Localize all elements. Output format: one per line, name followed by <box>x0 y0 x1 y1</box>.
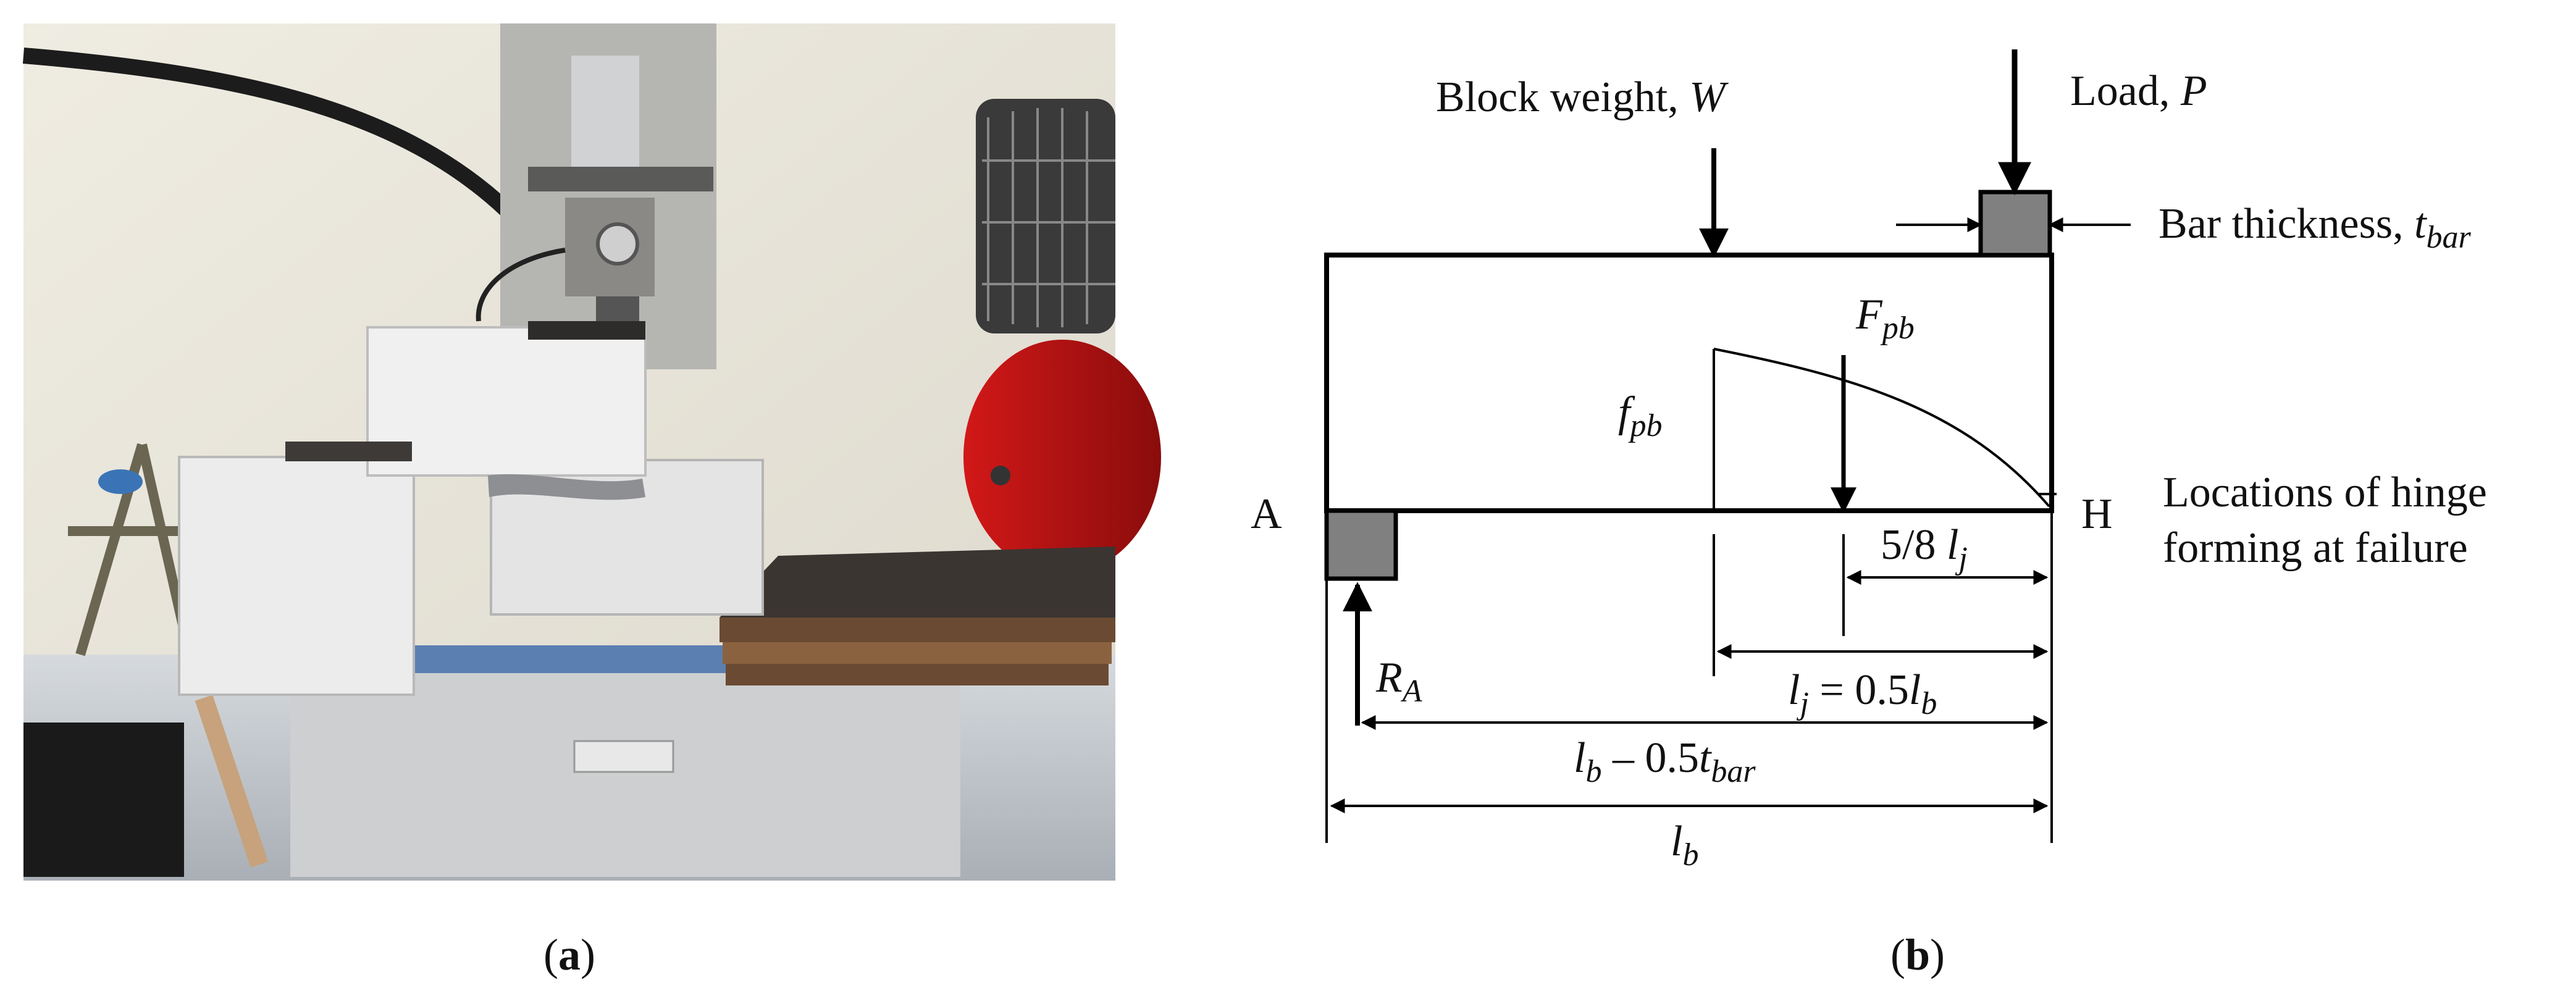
bar-thickness-label: Bar thickness, tbar <box>2159 200 2472 255</box>
bottom-support-bar <box>1324 508 1398 581</box>
force-label: Fpb <box>1855 291 1915 346</box>
photo-black-frame <box>23 723 184 877</box>
dim-lb-minus-label: lb – 0.5tbar <box>1574 734 1756 789</box>
photo-wood-plate-3 <box>726 664 1109 685</box>
photo-machine-ram <box>571 56 639 179</box>
reaction-label: RA <box>1375 654 1422 709</box>
photo-steel-bar-left <box>285 442 412 461</box>
diagram-labels: Block weight, W Load, P Bar thickness, t… <box>1251 67 2487 873</box>
photo-load-cell-dial <box>596 222 639 266</box>
hinge-label-line2: forming at failure <box>2163 524 2468 572</box>
diagram-panel <box>1324 49 2131 843</box>
hinge-label-line1: Locations of hinge <box>2163 469 2487 516</box>
photo-fan <box>976 99 1115 333</box>
point-h-label: H <box>2081 490 2113 538</box>
caption-a: (a) <box>543 930 595 979</box>
photo-compressor <box>963 340 1161 574</box>
load-label: Load, P <box>2070 67 2207 115</box>
photo-block-top <box>366 326 647 477</box>
photo-steel-bar-top <box>528 321 645 340</box>
photo-hose <box>22 48 512 216</box>
photo-machine-plate <box>528 167 713 191</box>
photo-base <box>290 673 960 877</box>
photo-mortar <box>488 474 645 500</box>
block-outline <box>1324 253 2054 513</box>
block-weight-label: Block weight, W <box>1436 73 1729 121</box>
dim-lb-label: lb <box>1671 818 1698 873</box>
photo-wood-plate-2 <box>723 642 1112 664</box>
photo-wood-stick <box>195 695 269 868</box>
dim-5-8-label: 5/8 lj <box>1881 521 1968 576</box>
point-a-label: A <box>1251 490 1282 538</box>
photo-base-label <box>573 740 674 773</box>
photo-panel <box>22 23 1161 881</box>
photo-top-plate <box>720 547 1115 618</box>
stress-curve <box>1713 348 2050 508</box>
top-support-bar <box>1978 190 2052 258</box>
photo-block-left <box>178 456 415 696</box>
caption-b: (b) <box>1890 930 1945 979</box>
dim-lj-label: lj = 0.5lb <box>1788 666 1937 721</box>
photo-compressor-valve <box>991 466 1010 485</box>
photo-fan-grill <box>982 108 1115 327</box>
photo-wood-plate-1 <box>720 618 1115 642</box>
photo-jack-tag <box>98 469 143 494</box>
photo-cable <box>476 248 566 322</box>
stress-label: fpb <box>1618 388 1662 443</box>
